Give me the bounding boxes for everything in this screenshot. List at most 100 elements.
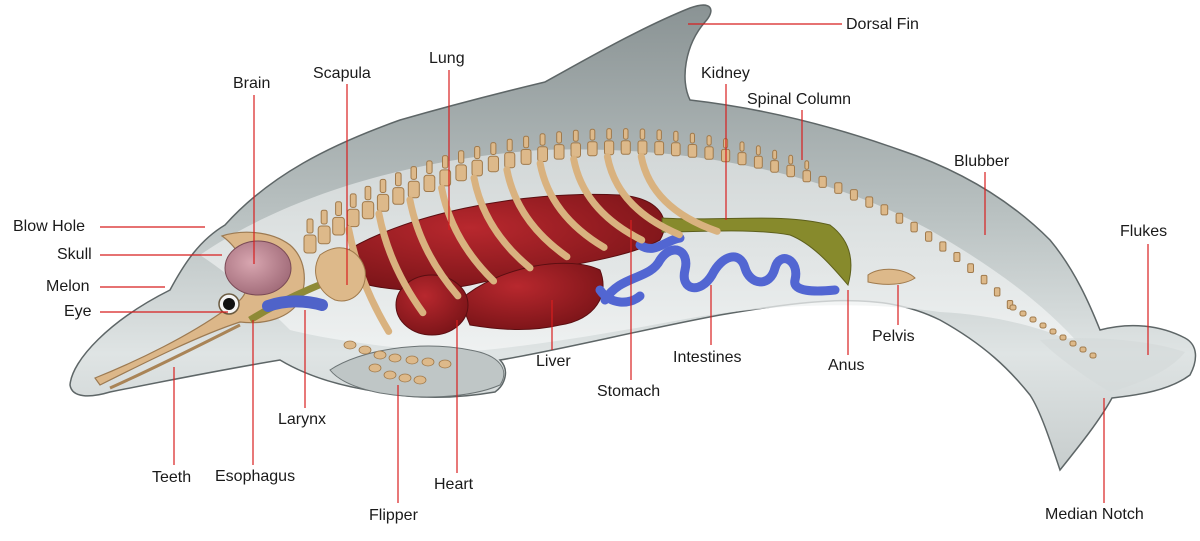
vertebra: [471, 159, 483, 177]
label-brain: Brain: [233, 75, 271, 92]
vertebra-spine-process: [523, 135, 530, 149]
rib: [603, 153, 683, 239]
pelvis-illustration: [867, 268, 916, 285]
vertebra-spine-process: [490, 142, 497, 156]
vertebra: [704, 146, 714, 160]
label-eye: Eye: [64, 303, 92, 320]
vertebra-spine-process: [623, 128, 629, 140]
rib: [570, 155, 646, 244]
vertebra: [880, 204, 889, 216]
vertebra: [654, 141, 665, 156]
label-esophagus: Esophagus: [215, 468, 296, 485]
vertebra: [439, 169, 452, 187]
vertebra: [993, 287, 1001, 297]
label-stomach: Stomach: [597, 383, 661, 400]
vertebra-spine-process: [804, 160, 810, 170]
vertebra: [537, 146, 549, 163]
vertebra: [910, 221, 918, 233]
label-pelvis: Pelvis: [872, 328, 915, 345]
vertebra-spine-process: [426, 160, 433, 174]
vertebra: [834, 182, 843, 194]
vertebra: [392, 187, 405, 205]
vertebra: [332, 216, 345, 236]
vertebra: [303, 234, 317, 254]
vertebra: [802, 170, 811, 183]
vertebra: [925, 231, 933, 242]
vertebra-spine-process: [506, 138, 513, 152]
vertebra-spine-process: [349, 193, 357, 208]
vertebra-spine-process: [772, 149, 778, 160]
label-kidney: Kidney: [701, 65, 750, 82]
vertebra-spine-process: [379, 178, 387, 193]
label-liver: Liver: [536, 353, 571, 370]
vertebra-spine-process: [589, 128, 596, 141]
flipper-bone: [388, 353, 402, 363]
vertebra-spine-process: [458, 150, 465, 164]
vertebra: [753, 155, 763, 169]
label-flukes: Flukes: [1120, 223, 1168, 240]
vertebra-spine-process: [706, 135, 712, 146]
vertebra: [637, 140, 648, 155]
label-median-notch: Median Notch: [1045, 506, 1144, 523]
flipper-bone: [358, 345, 372, 355]
vertebra: [570, 142, 581, 158]
vertebra-spine-process: [673, 130, 679, 142]
tail-vertebra: [1079, 346, 1087, 353]
label-scapula: Scapula: [313, 65, 371, 82]
vertebra-spine-process: [474, 146, 481, 160]
flipper-bone: [343, 340, 357, 350]
label-spinal-column: Spinal Column: [747, 91, 852, 108]
vertebra-spine-process: [364, 185, 372, 201]
flipper-bone: [373, 350, 387, 360]
larynx-illustration: [262, 295, 328, 312]
tail-vertebra: [1029, 316, 1037, 323]
vertebra: [587, 141, 598, 157]
flipper-bone: [368, 363, 382, 373]
vertebra-spine-process: [572, 129, 579, 142]
vertebra: [980, 274, 988, 285]
vertebra-spine-process: [320, 209, 328, 225]
vertebra-spine-process: [656, 129, 662, 141]
vertebra: [818, 175, 827, 188]
flipper-bone: [398, 373, 412, 383]
vertebra: [407, 180, 420, 199]
label-heart: Heart: [434, 476, 474, 493]
flipper-bone: [383, 370, 397, 380]
vertebra-spine-process: [395, 172, 402, 187]
vertebra: [895, 212, 904, 224]
rib: [503, 166, 571, 261]
spinal-column-illustration: [303, 128, 1097, 359]
vertebra: [604, 140, 615, 156]
flipper-bone: [438, 359, 452, 369]
vertebra-spine-process: [306, 218, 314, 234]
vertebra-spine-process: [539, 133, 546, 146]
rib: [470, 174, 534, 272]
label-blubber: Blubber: [954, 153, 1010, 170]
vertebra: [504, 152, 516, 169]
tail-vertebra: [1039, 322, 1047, 329]
vertebra: [376, 193, 390, 212]
label-anus: Anus: [828, 357, 865, 374]
vertebra-spine-process: [606, 128, 612, 140]
vertebra-spine-process: [689, 132, 695, 144]
vertebra: [770, 160, 779, 173]
rib: [637, 152, 721, 235]
kidney-illustration: [661, 217, 852, 287]
vertebra-spine-process: [755, 145, 761, 156]
vertebra: [553, 144, 565, 160]
vertebra: [520, 149, 532, 165]
vertebra: [865, 196, 874, 208]
label-flipper: Flipper: [369, 507, 418, 524]
intestines-illustration: [595, 233, 840, 307]
tail-vertebra: [1089, 352, 1097, 359]
flipper-bone: [405, 355, 419, 365]
label-melon: Melon: [46, 278, 90, 295]
label-lung: Lung: [429, 50, 465, 67]
vertebra-spine-process: [335, 201, 343, 217]
label-larynx: Larynx: [278, 411, 327, 428]
vertebra: [317, 225, 331, 245]
vertebra: [455, 164, 467, 182]
leader-lines: [100, 23, 1149, 503]
